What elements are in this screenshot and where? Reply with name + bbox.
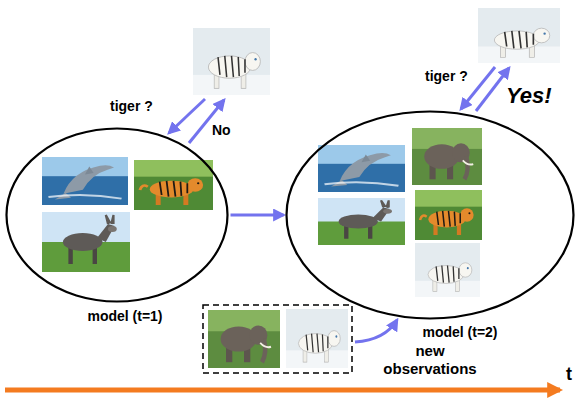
- query-photo: [193, 28, 270, 95]
- white-tiger-photo: [415, 243, 480, 297]
- dashed-box: [203, 305, 352, 373]
- time-axis: [5, 388, 560, 393]
- ellipse-border: [7, 129, 228, 302]
- arrow-label: new observations: [380, 342, 480, 378]
- tiger-photo: [134, 160, 213, 210]
- ellipse-outline: [285, 110, 575, 320]
- elephant-photo: [208, 310, 280, 368]
- donkey-photo: [318, 198, 405, 245]
- dolphin-photo: [318, 145, 405, 192]
- elephant-photo: [412, 128, 482, 185]
- model-ellipse: model (t=2): [285, 110, 575, 320]
- model-ellipse: model (t=1): [5, 127, 229, 303]
- donkey-photo: [42, 212, 130, 272]
- query-label: No: [212, 122, 231, 139]
- model-label: model (t=1): [87, 308, 162, 324]
- model-label: model (t=2): [422, 324, 497, 340]
- answer-arrow: [476, 68, 509, 111]
- tiger-photo: [415, 190, 482, 240]
- axis-label: t: [566, 364, 572, 386]
- query-label: tiger ?: [425, 68, 468, 85]
- query-photo: [478, 8, 560, 63]
- ellipse-outline: [5, 127, 229, 303]
- observation-arrow: [355, 320, 397, 342]
- white-tiger-photo: [286, 309, 348, 368]
- query-label: Yes!: [506, 83, 552, 109]
- model-update-arrow: [231, 214, 284, 217]
- query-label: tiger ?: [110, 98, 153, 115]
- ellipse-border: [287, 112, 574, 319]
- dolphin-photo: [42, 157, 128, 205]
